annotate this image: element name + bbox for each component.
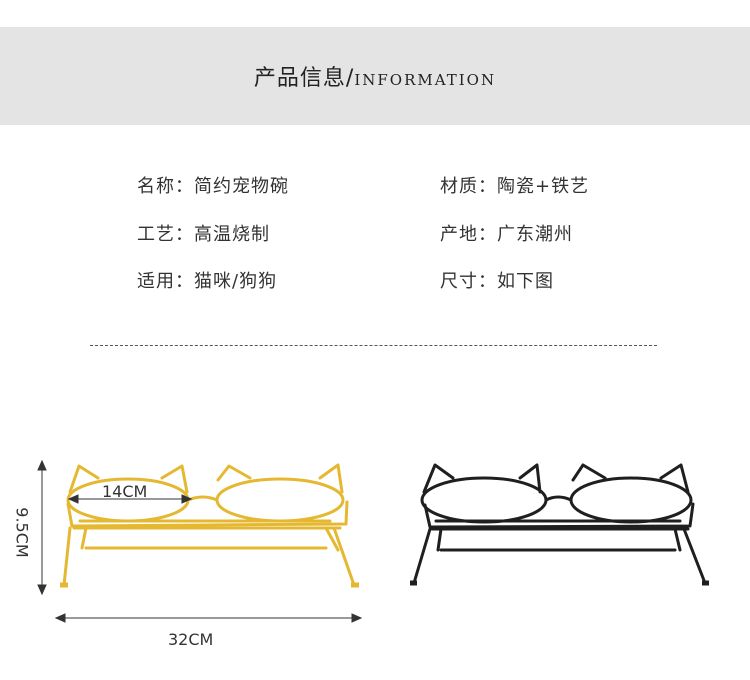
- spec-usage: 适用：猫咪/狗狗: [137, 271, 278, 292]
- dim-length: 32CM: [168, 630, 214, 649]
- spec-origin: 产地：广东潮州: [440, 224, 573, 245]
- gold-bowl-stand-image: [37, 459, 363, 623]
- spec-size: 尺寸：如下图: [440, 271, 554, 292]
- spec-name: 名称：简约宠物碗: [137, 176, 289, 197]
- dashed-divider: [90, 345, 657, 346]
- page-title-cn: 产品信息/: [253, 66, 355, 91]
- page-title-en: INFORMATION: [354, 71, 497, 89]
- spec-craft: 工艺：高温烧制: [137, 224, 270, 245]
- dim-bowl-diameter: 14CM: [102, 482, 148, 501]
- page-title: 产品信息/INFORMATION: [0, 60, 750, 92]
- header-band: [0, 27, 750, 125]
- spec-material: 材质：陶瓷+铁艺: [440, 176, 590, 197]
- black-bowl-stand-image: [410, 463, 709, 586]
- dim-height: 9.5CM: [12, 507, 32, 558]
